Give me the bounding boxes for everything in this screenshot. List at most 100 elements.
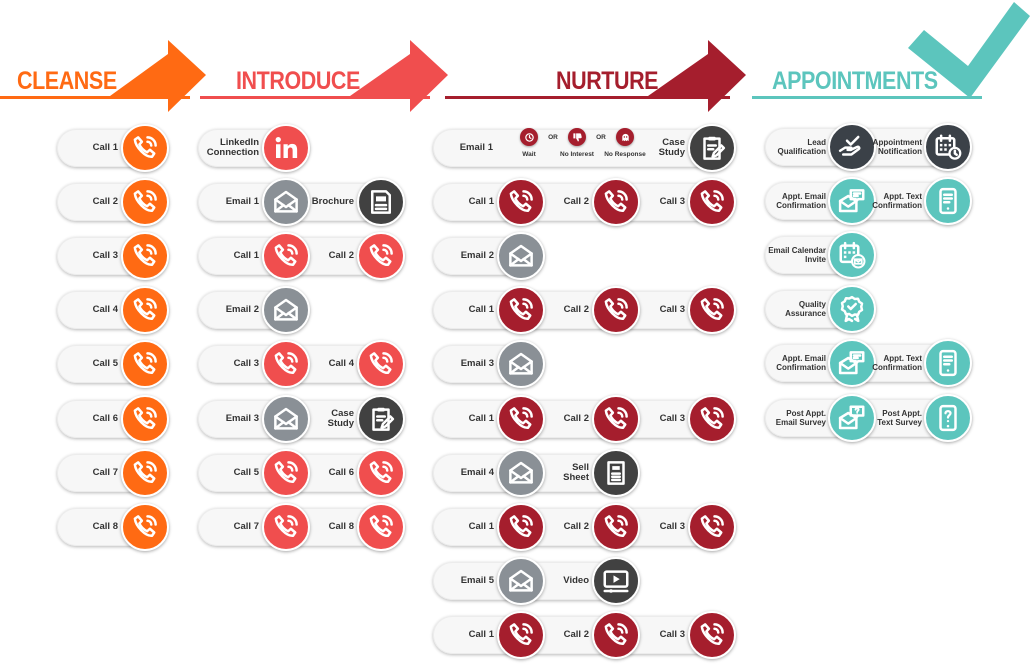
nurture-step-label-call-3: Call 3 [659,304,685,316]
mobile-text-icon [933,348,963,378]
phone-icon [697,187,727,217]
cleanse-step-label-call-1: Call 1 [92,142,118,153]
introduce-step-label-call-3: Call 3 [233,358,259,370]
nurture-step-phone-icon [688,502,736,551]
appointments-step-calendar-email-icon [828,231,876,280]
appointments-step-mobile-question-icon [924,393,972,442]
nurture-step-label-call-2: Call 2 [563,196,589,208]
introduce-step-label-call-8: Call 8 [328,520,354,532]
envelope-icon [271,295,301,325]
nurture-step-label-call-2: Call 2 [563,520,589,532]
introduce-step-phone-icon [262,448,310,497]
phone-icon [601,620,631,650]
introduce-step-brochure-icon [357,178,405,227]
appointments-step-mobile-text-icon [924,177,972,226]
envelope-icon [506,349,536,379]
nurture-step-label-call-2: Call 2 [563,304,589,316]
introduce-step-label-linkedin-connection: LinkedIn Connection [206,137,259,158]
nurture-step-label-call-1: Call 1 [468,304,494,316]
introduce-step-phone-icon [262,340,310,389]
phone-icon [697,512,727,542]
nurture-step-phone-icon [688,394,736,443]
phone-icon [697,295,727,325]
cleanse-step-label-call-5: Call 5 [92,358,118,370]
cleanse-step-label-call-3: Call 3 [92,250,118,262]
phone-icon [601,404,631,434]
nurture-step-label-call-1: Call 1 [468,628,494,640]
appointments-step-calendar-clock-icon [924,123,972,171]
stage-title-introduce: INTRODUCE [236,67,360,95]
nurture-option-label-no-response: No Response [604,151,646,158]
phone-icon [271,458,301,488]
introduce-step-label-case-study: Case Study [327,407,354,429]
nurture-step-label-call-3: Call 3 [659,412,685,424]
nurture-step-row [433,183,734,222]
nurture-step-phone-icon [688,610,736,659]
email-chat-icon [837,186,867,216]
nurture-or-label: OR [548,134,558,141]
handshake-check-icon [837,132,867,162]
phone-icon [271,349,301,379]
stage-title-appointments: APPOINTMENTS [772,67,938,95]
nurture-step-label-video: Video [563,574,589,586]
nurture-step-phone-icon [592,178,640,227]
phone-icon [130,295,160,325]
cleanse-step-phone-icon [121,286,169,335]
calendar-clock-icon [933,132,963,162]
envelope-icon [506,241,536,271]
clock-icon [520,128,538,146]
introduce-step-clipboard-icon [357,394,405,443]
envelope-icon [506,458,536,488]
nurture-step-label-case-study: Case Study [658,137,685,158]
introduce-step-phone-icon [357,448,405,497]
appointments-step-label-appt-text-confirmation: Appt. Text Confirmation [872,354,922,373]
introduce-step-label-email-2: Email 2 [225,304,259,316]
envelope-icon [271,187,301,217]
badge-check-icon [837,294,867,324]
cleanse-step-phone-icon [121,124,169,172]
introduce-step-label-call-4: Call 4 [328,358,354,370]
envelope-icon [271,404,301,434]
nurture-step-phone-icon [497,502,545,551]
mobile-text-icon [933,186,963,216]
nurture-step-label-email-2: Email 2 [460,250,494,262]
appointments-step-label-post-appt-email-survey: Post Appt. Email Survey [775,408,826,427]
cleanse-step-phone-icon [121,394,169,443]
appointments-step-email-chat-icon [828,177,876,226]
nurture-step-clipboard-icon [688,124,736,172]
nurture-step-phone-icon [497,178,545,227]
mobile-question-icon [933,403,963,433]
stage-title-cleanse: CLEANSE [17,67,117,95]
nurture-option-label-wait: Wait [522,151,536,158]
cleanse-step-phone-icon [121,232,169,281]
appointments-step-label-appt-email-confirmation: Appt. Email Confirmation [776,354,826,373]
nurture-step-label-call-3: Call 3 [659,520,685,532]
ghost-icon [616,128,634,146]
email-question-icon [837,403,867,433]
introduce-step-phone-icon [262,502,310,551]
phone-icon [601,512,631,542]
introduce-step-label-call-6: Call 6 [328,466,354,478]
appointments-step-mobile-text-icon [924,339,972,388]
appointments-step-label-appointment-notification: Appointment Notification [872,138,922,156]
nurture-step-row [433,291,734,330]
nurture-step-label-email-3: Email 3 [460,358,494,370]
phone-icon [506,187,536,217]
cleanse-step-phone-icon [121,448,169,497]
nurture-step-phone-icon [592,394,640,443]
phone-icon [601,187,631,217]
nurture-step-envelope-icon [497,232,545,281]
cleanse-step-label-call-7: Call 7 [92,466,118,478]
phone-icon [506,404,536,434]
nurture-step-label-call-1: Call 1 [468,520,494,532]
phone-icon [366,349,396,379]
phone-icon [271,241,301,271]
nurture-step-label-email-4: Email 4 [460,466,494,478]
clipboard-icon [366,404,396,434]
introduce-step-label-email-3: Email 3 [225,412,259,424]
introduce-step-label-email-1: Email 1 [225,196,259,208]
nurture-step-phone-icon [497,610,545,659]
cleanse-step-label-call-6: Call 6 [92,412,118,424]
introduce-step-label-call-7: Call 7 [233,520,259,532]
appointments-step-label-post-appt-text-survey: Post Appt. Text Survey [877,408,922,427]
